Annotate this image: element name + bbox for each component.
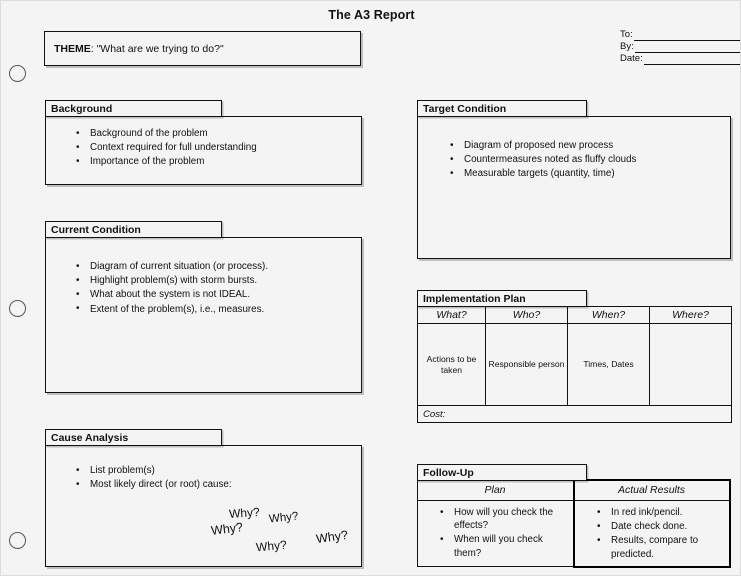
target-condition-bullet-list: Diagram of proposed new process Counterm… <box>448 138 730 181</box>
follow-up-results-bullet-list: In red ink/pencil. Date check done. Resu… <box>595 505 725 561</box>
divider <box>575 500 729 501</box>
to-label: To: <box>620 29 633 40</box>
column-header-what: What? <box>417 306 486 324</box>
list-item: When will you check them? <box>438 533 570 559</box>
list-item: Highlight problem(s) with storm bursts. <box>74 274 361 287</box>
cost-label[interactable]: Cost: <box>417 405 732 423</box>
cause-analysis-bullet-list: List problem(s) Most likely direct (or r… <box>74 463 361 491</box>
punch-hole-icon <box>9 300 26 317</box>
why-label: Why? <box>255 537 288 555</box>
list-item: Most likely direct (or root) cause: <box>74 478 361 491</box>
date-label: Date: <box>620 53 643 64</box>
current-condition-panel[interactable]: Diagram of current situation (or process… <box>45 237 362 393</box>
list-item: Diagram of current situation (or process… <box>74 259 361 273</box>
theme-box[interactable]: THEME: "What are we trying to do?" <box>44 31 361 66</box>
section-title-follow-up: Follow-Up <box>417 464 587 481</box>
follow-up-results-header: Actual Results <box>617 484 686 496</box>
punch-hole-icon <box>9 65 26 82</box>
cell-where[interactable] <box>649 323 732 406</box>
divider <box>418 500 573 501</box>
column-header-where: Where? <box>649 306 732 324</box>
cause-analysis-panel[interactable]: List problem(s) Most likely direct (or r… <box>45 445 362 567</box>
list-item: Background of the problem <box>74 126 361 140</box>
meta-row-date: Date: <box>620 53 740 65</box>
list-item: Countermeasures noted as fluffy clouds <box>448 153 730 166</box>
follow-up-plan-panel[interactable]: Plan How will you check the effects? Whe… <box>417 480 575 567</box>
list-item: Diagram of proposed new process <box>448 138 730 152</box>
list-item: What about the system is not IDEAL. <box>74 288 361 301</box>
recipient-meta-block: To: By: Date: <box>620 29 740 65</box>
list-item: Measurable targets (quantity, time) <box>448 167 730 180</box>
list-item: In red ink/pencil. <box>595 505 725 519</box>
list-item: Date check done. <box>595 520 725 533</box>
section-title-background: Background <box>45 100 222 117</box>
cell-when[interactable]: Times, Dates <box>567 323 650 406</box>
list-item: List problem(s) <box>74 463 361 477</box>
table-row: Actions to be taken Responsible person T… <box>417 323 732 406</box>
meta-row-by: By: <box>620 41 740 53</box>
why-label: Why? <box>228 504 261 522</box>
list-item: Context required for full understanding <box>74 141 361 154</box>
list-item: How will you check the effects? <box>438 505 570 532</box>
follow-up-plan-header: Plan <box>484 484 506 496</box>
punch-hole-icon <box>9 532 26 549</box>
page-title: The A3 Report <box>328 8 415 22</box>
cell-who[interactable]: Responsible person <box>485 323 568 406</box>
theme-label: THEME <box>54 42 91 55</box>
background-panel[interactable]: Background of the problem Context requir… <box>45 116 362 185</box>
section-title-implementation-plan: Implementation Plan <box>417 290 587 307</box>
list-item: Results, compare to predicted. <box>595 534 725 560</box>
meta-row-to: To: <box>620 29 740 41</box>
target-condition-panel[interactable]: Diagram of proposed new process Counterm… <box>417 116 731 259</box>
current-condition-bullet-list: Diagram of current situation (or process… <box>74 259 361 316</box>
column-header-when: When? <box>567 306 650 324</box>
by-input-line[interactable] <box>634 42 740 53</box>
follow-up-plan-bullet-list: How will you check the effects? When wil… <box>438 505 570 560</box>
section-title-current-condition: Current Condition <box>45 221 222 238</box>
cell-what[interactable]: Actions to be taken <box>417 323 486 406</box>
table-row-cost: Cost: <box>417 405 732 423</box>
implementation-plan-table[interactable]: What? Who? When? Where? Actions to be ta… <box>417 306 732 423</box>
list-item: Extent of the problem(s), i.e., measures… <box>74 302 361 316</box>
by-label: By: <box>620 41 634 52</box>
section-title-cause-analysis: Cause Analysis <box>45 429 222 446</box>
follow-up-results-panel[interactable]: Actual Results In red ink/pencil. Date c… <box>573 479 731 568</box>
section-title-target-condition: Target Condition <box>417 100 587 117</box>
date-input-line[interactable] <box>643 54 740 65</box>
list-item: Importance of the problem <box>74 155 361 168</box>
to-input-line[interactable] <box>633 30 740 41</box>
background-bullet-list: Background of the problem Context requir… <box>74 126 361 169</box>
column-header-who: Who? <box>485 306 568 324</box>
theme-value: : "What are we trying to do?" <box>90 42 224 55</box>
table-header-row: What? Who? When? Where? <box>417 306 732 324</box>
